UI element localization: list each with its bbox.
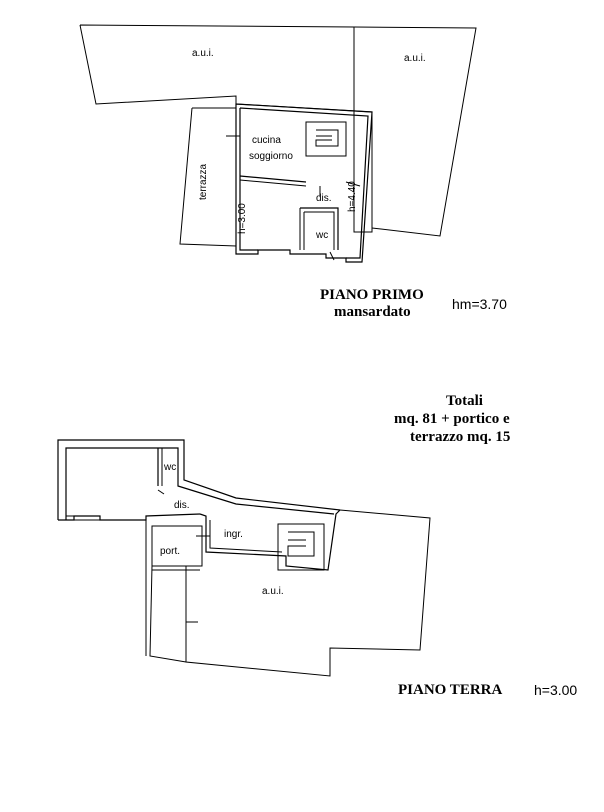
upper-aui-right-label: a.u.i. — [404, 53, 426, 64]
ground-left-outer-wall — [57, 439, 341, 520]
ground-left-inner-wall — [65, 447, 335, 520]
ground-left-bottom-wall — [58, 513, 201, 521]
partition-wc — [300, 207, 339, 250]
dwelling-inner-wall — [239, 108, 258, 251]
dwelling-outer-wall — [235, 103, 373, 263]
upper-wc-label: wc — [315, 230, 328, 241]
height-right-label: h=4.40 — [347, 181, 358, 212]
totals-line-2: mq. 81 + portico e — [394, 411, 510, 427]
entrance-wall — [199, 509, 341, 571]
ground-floor-plan — [57, 439, 431, 677]
entrance-wall-inner — [209, 520, 283, 553]
upper-hallway-label: dis. — [316, 193, 332, 204]
ground-floor-height-note: h=3.00 — [534, 682, 577, 698]
terrace-label: terrazza — [198, 163, 209, 200]
upper-floor-subtitle: mansardato — [334, 304, 411, 320]
ground-stair-steps — [287, 531, 315, 557]
height-left-label: h=3.00 — [237, 203, 248, 234]
partition-kitchen — [239, 175, 307, 183]
ground-aui-outline — [185, 509, 431, 677]
upper-floor-plan — [79, 24, 477, 263]
ground-wc-label: wc — [163, 462, 176, 473]
ground-stair — [277, 523, 325, 571]
upper-stair — [305, 121, 347, 157]
ground-aui-left-outline — [149, 565, 187, 663]
ground-aui-label: a.u.i. — [262, 586, 284, 597]
entrance-label: ingr. — [224, 529, 243, 540]
ground-hallway-label: dis. — [174, 500, 190, 511]
living-label: soggiorno — [249, 151, 293, 162]
upper-aui-left-label: a.u.i. — [192, 48, 214, 59]
dwelling-inner-wall-right — [239, 107, 369, 259]
upper-aui-right-outline — [353, 26, 477, 237]
partition-wc-inner — [304, 211, 335, 250]
upper-floor-height-note: hm=3.70 — [452, 296, 507, 312]
kitchen-label: cucina — [252, 135, 281, 146]
upper-floor-title: PIANO PRIMO — [320, 287, 424, 303]
porch-label: port. — [160, 546, 180, 557]
porch-outline — [151, 525, 203, 567]
totals-line-1: Totali — [446, 393, 483, 409]
totals-line-3: terrazzo mq. 15 — [410, 429, 510, 445]
upper-stair-steps — [315, 129, 339, 147]
ground-floor-title: PIANO TERRA — [398, 682, 502, 698]
